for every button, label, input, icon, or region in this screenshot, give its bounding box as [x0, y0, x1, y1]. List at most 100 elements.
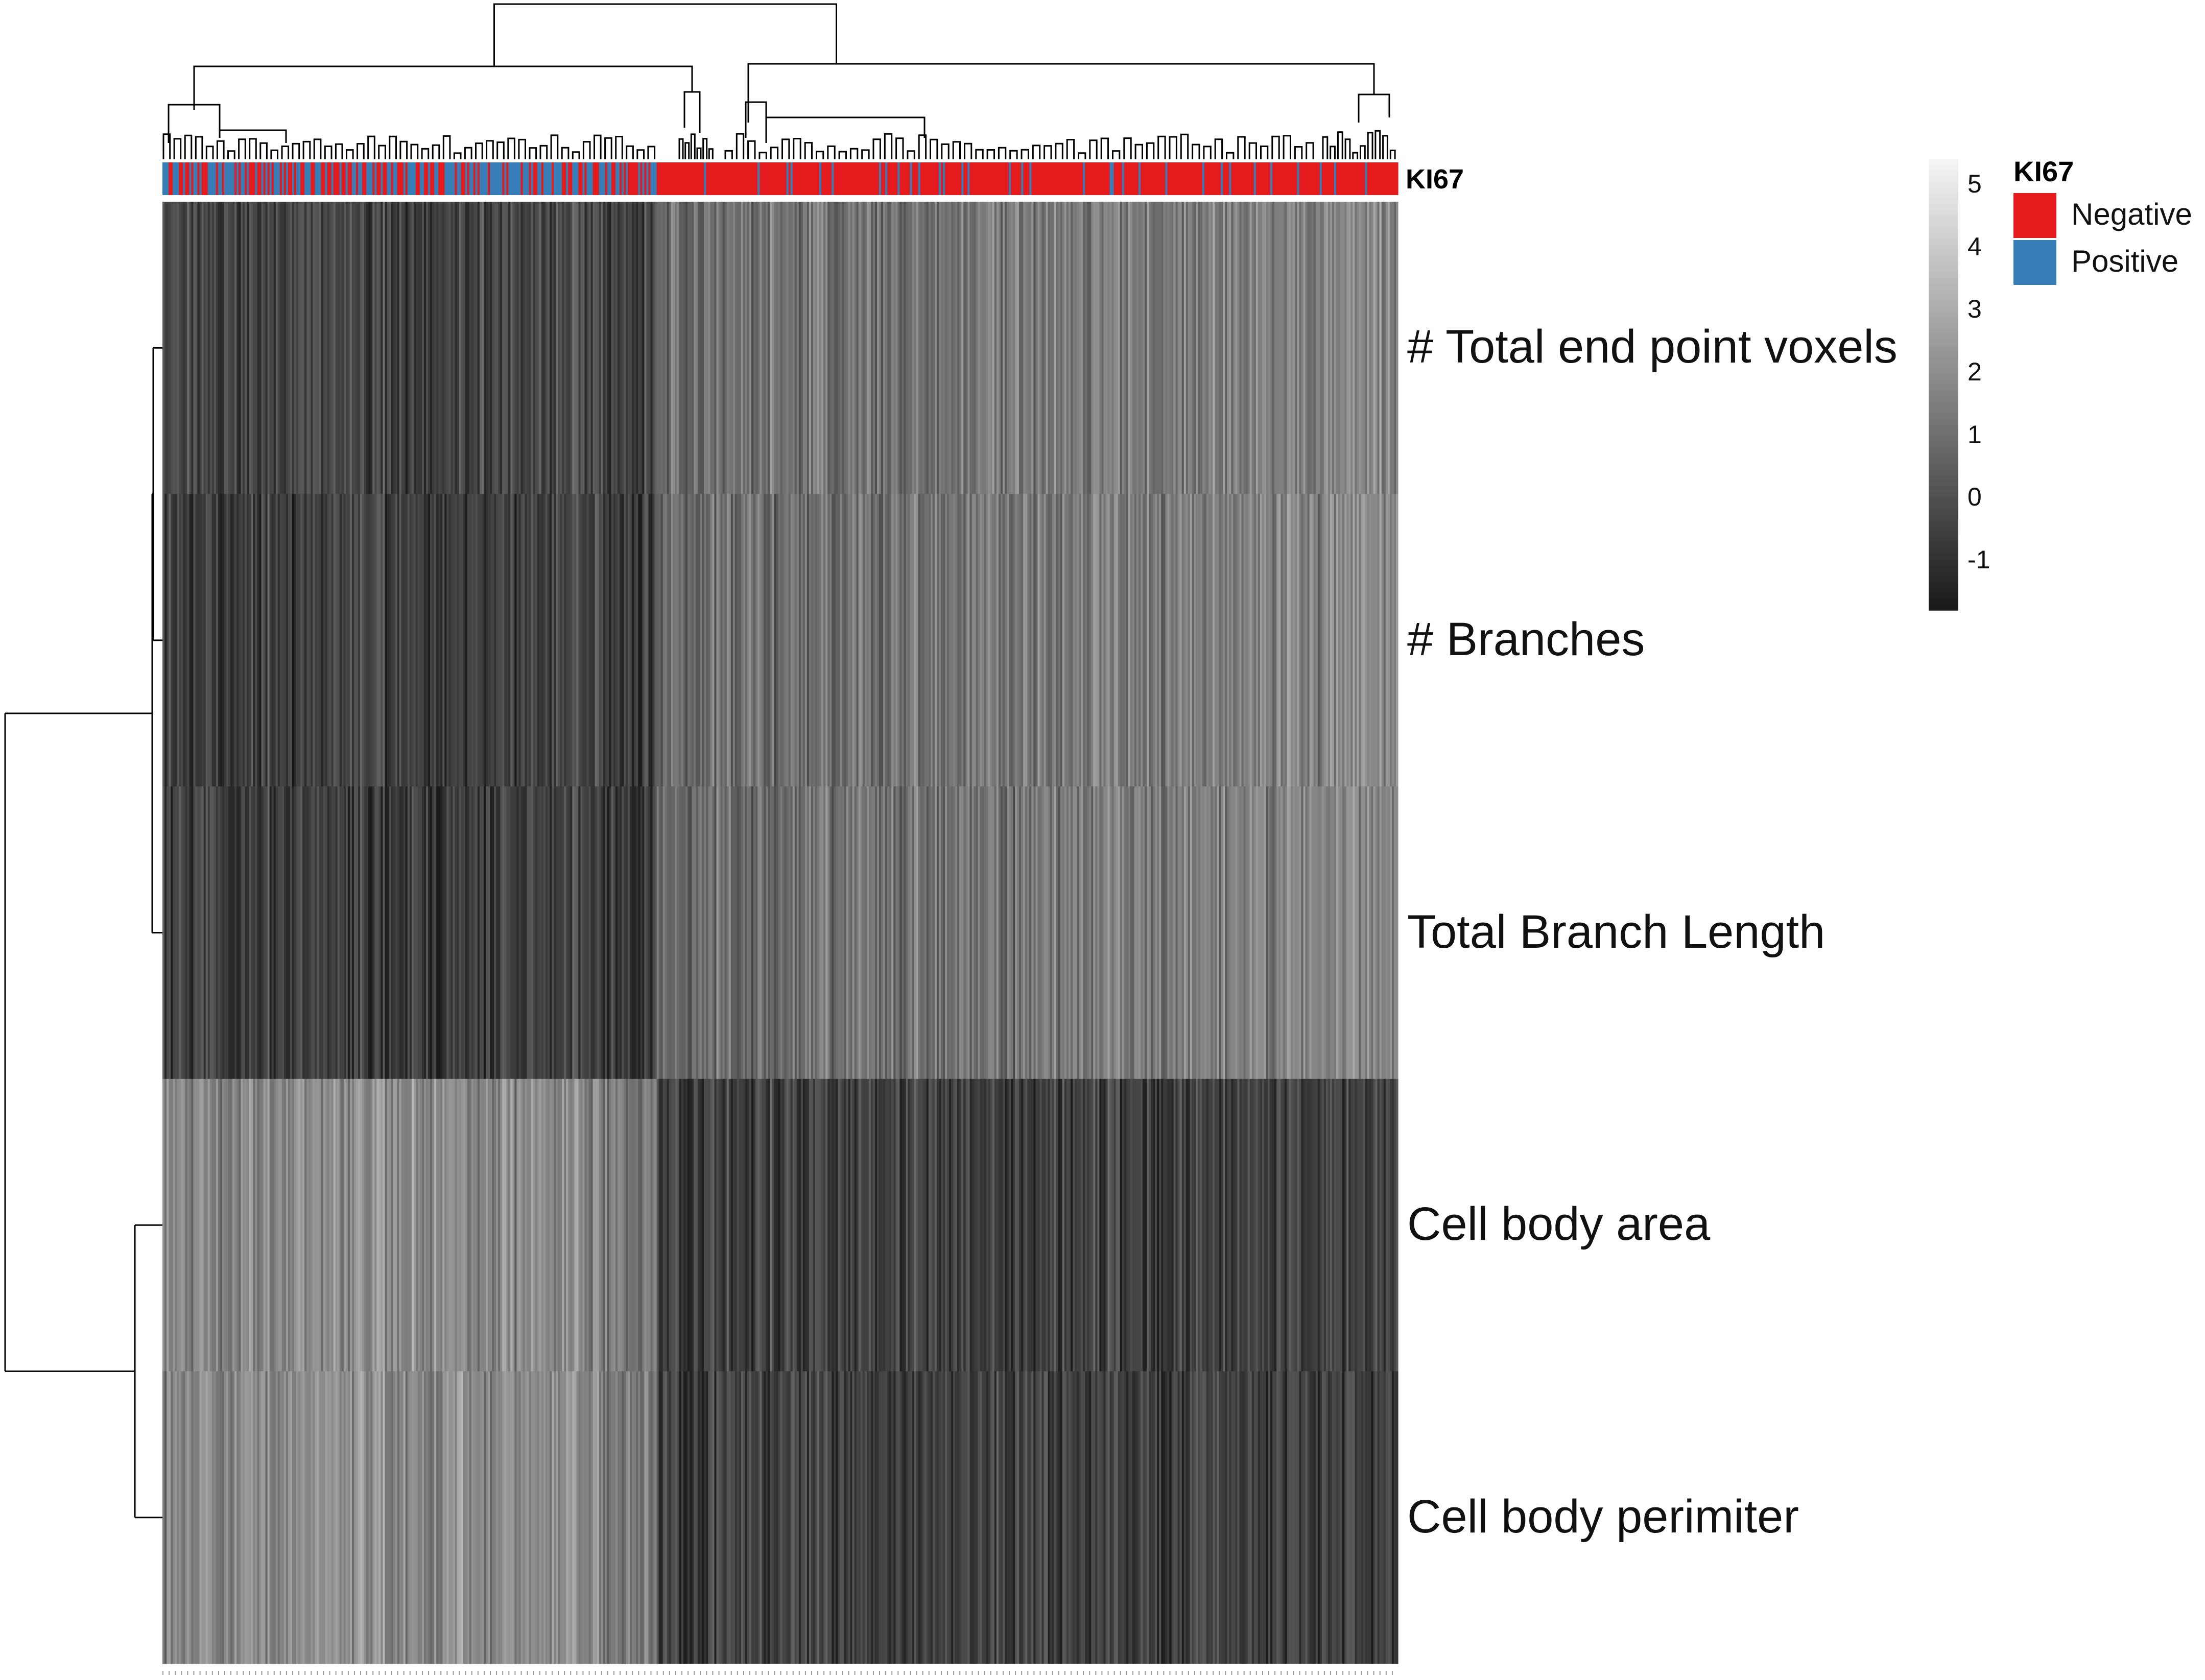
heatmap-cell: [1035, 494, 1038, 787]
heatmap-cell: [179, 202, 181, 495]
annotation-cell: [916, 162, 919, 195]
annotation-cell: [883, 162, 886, 195]
annotation-cell: [609, 162, 612, 195]
heatmap-cell: [1293, 786, 1296, 1079]
heatmap-cell: [722, 786, 725, 1079]
heatmap-cell: [1035, 786, 1038, 1079]
annotation-cell: [539, 162, 542, 195]
heatmap-cell: [893, 494, 896, 787]
annotation-cell: [974, 162, 977, 195]
annotation-cell: [1313, 162, 1316, 195]
heatmap-cell: [1103, 494, 1106, 787]
heatmap-cell: [1139, 1371, 1141, 1664]
annotation-cell: [562, 162, 564, 195]
annotation-cell: [860, 162, 863, 195]
column-branch: [1358, 93, 1390, 123]
annotation-cell: [1274, 162, 1277, 195]
heatmap-cell: [309, 494, 311, 787]
column-branch: [464, 147, 472, 159]
colorbar-step: [1929, 227, 1958, 233]
annotation-cell: [677, 162, 680, 195]
heatmap-cell: [796, 202, 799, 495]
heatmap-cell: [1383, 494, 1386, 787]
heatmap-cell: [858, 1078, 861, 1372]
heatmap-cell: [986, 1371, 989, 1664]
annotation-cell: [654, 162, 657, 195]
heatmap-cell: [1258, 786, 1261, 1079]
heatmap-cell: [1147, 1078, 1149, 1372]
heatmap-cell: [745, 1078, 748, 1372]
heatmap-cell: [1031, 786, 1034, 1079]
heatmap-cell: [1134, 202, 1137, 495]
heatmap-cell: [1103, 786, 1106, 1079]
heatmap-cell: [389, 494, 392, 787]
heatmap-cell: [1190, 1078, 1193, 1372]
annotation-cell: [1303, 162, 1306, 195]
heatmap-cell: [1381, 202, 1384, 495]
annotation-cell: [1058, 162, 1061, 195]
annotation-cell: [1101, 162, 1104, 195]
annotation-cell: [385, 162, 388, 195]
heatmap-cell: [1377, 786, 1380, 1079]
annotation-cell: [195, 162, 198, 195]
heatmap-cell: [986, 786, 989, 1079]
heatmap-cell: [296, 494, 299, 787]
heatmap-cell: [825, 786, 828, 1079]
heatmap-cell: [743, 202, 746, 495]
heatmap-cell: [1211, 1371, 1213, 1664]
heatmap-cell: [592, 786, 596, 1079]
annotation-cell: [224, 162, 227, 195]
annotation-cell: [205, 162, 208, 195]
heatmap-cell: [685, 202, 688, 495]
heatmap-cell: [947, 202, 950, 495]
annotation-cell: [757, 162, 760, 195]
column-tick: [804, 1671, 806, 1675]
annotation-cell: [243, 162, 245, 195]
heatmap-cell: [1070, 202, 1073, 495]
column-tick: [175, 1671, 176, 1675]
column-tick: [391, 1671, 392, 1675]
heatmap-cell: [782, 1371, 785, 1664]
heatmap-cell: [1196, 1371, 1199, 1664]
heatmap-cell: [642, 786, 645, 1079]
colorbar-step: [1929, 429, 1958, 436]
heatmap-cell: [1387, 494, 1390, 787]
heatmap-cell: [1359, 202, 1362, 495]
annotation-cell: [747, 162, 750, 195]
heatmap-cell: [912, 786, 915, 1079]
heatmap-cell: [1196, 202, 1199, 495]
annotation-cell: [694, 162, 696, 195]
column-branch: [421, 148, 430, 159]
heatmap-cell: [1319, 494, 1322, 787]
heatmap-cell: [1126, 494, 1129, 787]
heatmap-cell: [780, 202, 783, 495]
annotation-cell: [469, 162, 472, 195]
heatmap-cell: [1198, 1371, 1201, 1664]
heatmap-cell: [1000, 1078, 1003, 1372]
heatmap-cell: [786, 494, 789, 787]
heatmap-cell: [811, 494, 814, 787]
heatmap-cell: [698, 1371, 700, 1664]
heatmap-cell: [488, 1078, 490, 1372]
column-tick: [1101, 1671, 1103, 1675]
heatmap-cell: [792, 494, 795, 787]
annotation-cell: [1091, 162, 1094, 195]
heatmap-cell: [477, 1078, 480, 1372]
heatmap-cell: [1334, 494, 1337, 787]
annotation-cell: [893, 162, 896, 195]
heatmap-cell: [313, 1371, 315, 1664]
annotation-cell: [722, 162, 725, 195]
heatmap-cell: [411, 786, 414, 1079]
annotation-cell: [924, 162, 927, 195]
heatmap-cell: [1033, 1078, 1036, 1372]
heatmap-cell: [897, 1078, 900, 1372]
heatmap-cell: [636, 1371, 638, 1664]
heatmap-cell: [1161, 202, 1164, 495]
heatmap-cell: [1141, 786, 1143, 1079]
heatmap-cell: [576, 786, 579, 1079]
annotation-cell: [1097, 162, 1100, 195]
annotation-cell: [1336, 162, 1339, 195]
heatmap-cell: [236, 202, 239, 495]
column-branch: [561, 147, 570, 159]
heatmap-cell: [473, 1371, 476, 1664]
